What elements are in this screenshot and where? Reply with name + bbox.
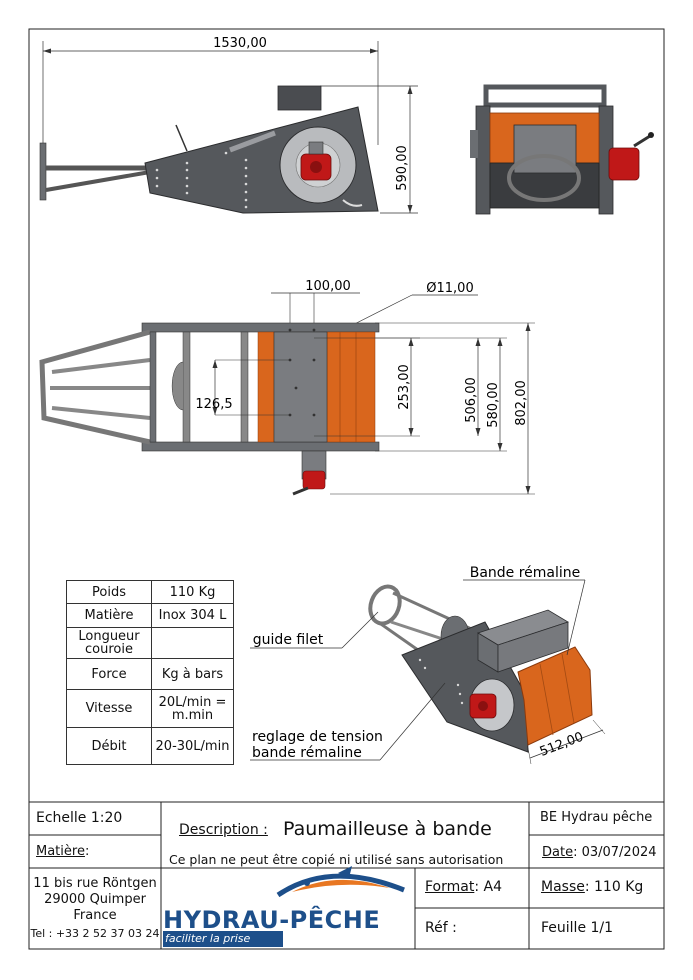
matiere-line: Matière: <box>36 844 89 859</box>
format-value: : A4 <box>474 879 502 895</box>
spec-label: Vitesse <box>66 689 152 728</box>
reference: Réf : <box>425 920 457 936</box>
spec-table: Poids 110 Kg Matière Inox 304 L Longueur… <box>66 580 234 765</box>
masse-label: Masse <box>541 879 585 895</box>
spec-value <box>151 627 234 659</box>
side-view: 1530,00 590,00 <box>39 36 418 214</box>
callout-reglage-line1: reglage de tension <box>252 729 383 745</box>
callout-bande-remaline: Bande rémaline <box>470 565 581 581</box>
title-block-grid <box>28 801 665 950</box>
dim-126-5: 126,5 <box>195 397 232 412</box>
spec-value: Inox 304 L <box>151 603 234 628</box>
spec-label: Force <box>66 658 152 690</box>
spec-label: Débit <box>66 727 152 765</box>
spec-label: Poids <box>66 580 152 604</box>
spec-row: Vitesse 20L/min = m.min <box>66 689 234 728</box>
dim-253: 253,00 <box>397 364 412 410</box>
dim-802: 802,00 <box>514 380 529 426</box>
logo-tagline: faciliter la prise <box>165 932 251 945</box>
spec-row: Force Kg à bars <box>66 658 234 690</box>
masse-line: Masse: 110 Kg <box>541 879 643 895</box>
description-label: Description : <box>179 822 268 838</box>
dim-590: 590,00 <box>395 145 410 191</box>
isometric-view: 512,00 Bande rémaline guide filet reglag… <box>250 565 606 765</box>
format-line: Format: A4 <box>425 879 502 895</box>
phone: Tel : +33 2 52 37 03 24 <box>30 927 160 940</box>
address-block: 11 bis rue Röntgen 29000 Quimper France … <box>29 876 161 942</box>
front-view <box>470 84 654 215</box>
dim-506: 506,00 <box>464 377 479 423</box>
description-title: Paumailleuse à bande <box>283 818 492 840</box>
spec-value: Kg à bars <box>151 658 234 690</box>
address-line-2: 29000 Quimper <box>44 892 146 907</box>
dim-100: 100,00 <box>305 279 351 294</box>
spec-row: Débit 20-30L/min <box>66 727 234 765</box>
logo-wordmark: HYDRAU-PÊCHE <box>163 906 381 934</box>
address-line-1: 11 bis rue Röntgen <box>33 876 157 891</box>
dim-diameter-11: Ø11,00 <box>426 281 473 296</box>
spec-label: Longueur couroie <box>66 627 152 659</box>
spec-value: 20L/min = m.min <box>151 689 234 728</box>
sheet-number: Feuille 1/1 <box>541 920 614 936</box>
date-label: Date <box>542 845 574 860</box>
spec-label: Matière <box>66 603 152 628</box>
dim-580: 580,00 <box>486 382 501 428</box>
top-view: 100,00 Ø11,00 <box>39 279 535 496</box>
matiere-label: Matière <box>36 844 85 859</box>
dim-1530: 1530,00 <box>213 36 267 51</box>
spec-row: Matière Inox 304 L <box>66 603 234 628</box>
masse-value: : 110 Kg <box>584 879 644 895</box>
scale-label: Echelle 1:20 <box>36 810 123 826</box>
copy-notice: Ce plan ne peut être copié ni utilisé sa… <box>169 852 504 867</box>
matiere-colon: : <box>84 844 90 859</box>
format-label: Format <box>425 879 475 895</box>
spec-value: 110 Kg <box>151 580 234 604</box>
callout-guide-filet: guide filet <box>253 632 324 648</box>
spec-value: 20-30L/min <box>151 727 234 765</box>
hydrau-peche-logo <box>163 866 405 947</box>
callout-reglage-line2: bande rémaline <box>252 745 362 761</box>
address-line-3: France <box>73 908 117 923</box>
date-value: : 03/07/2024 <box>573 845 657 860</box>
date-line: Date: 03/07/2024 <box>542 845 657 860</box>
spec-row: Longueur couroie <box>66 627 234 659</box>
company-short: BE Hydrau pêche <box>540 810 653 825</box>
spec-row: Poids 110 Kg <box>66 580 234 604</box>
